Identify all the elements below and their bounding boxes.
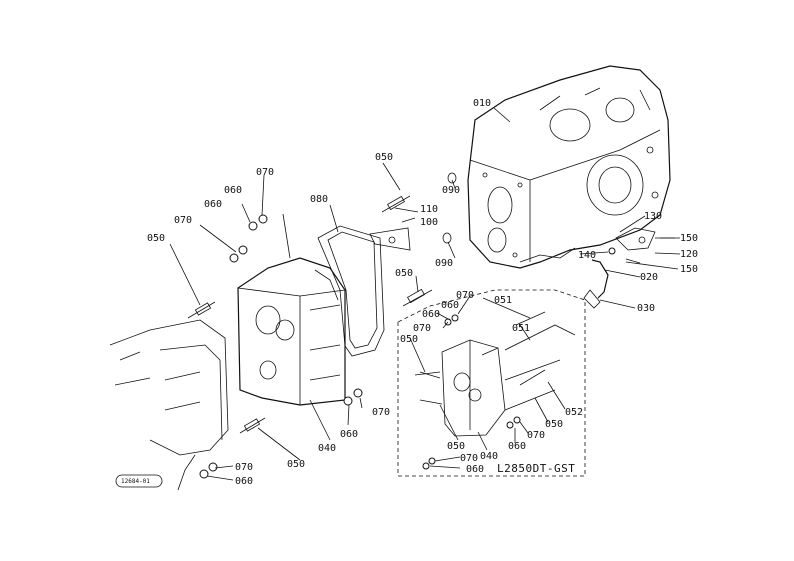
studs [187,195,546,434]
label-060-c: 060 [340,429,358,440]
engine-housing [109,319,229,491]
label-010: 010 [473,98,491,109]
label-050-left: 050 [147,233,165,244]
label-050-bottom: 050 [287,459,305,470]
label-070-b: 070 [174,215,192,226]
label-040-main: 040 [318,443,336,454]
drawing-reference-number: 12684-01 [121,478,150,485]
transmission-case [467,65,671,269]
label-050-inset-left: 050 [400,334,418,345]
label-090-lower: 090 [435,258,453,269]
inset-frame [397,289,586,477]
label-060-e: 060 [441,300,459,311]
label-070-g: 070 [527,430,545,441]
label-080: 080 [310,194,328,205]
label-051-b: 051 [512,323,530,334]
label-030: 030 [637,303,655,314]
leader-lines [169,107,681,481]
label-140: 140 [578,250,596,261]
label-150-upper: 150 [680,233,698,244]
label-110: 110 [420,204,438,215]
label-060-f: 060 [422,309,440,320]
label-050-mid: 050 [395,268,413,279]
label-070-d: 070 [235,462,253,473]
label-060-b: 060 [204,199,222,210]
label-051-a: 051 [494,295,512,306]
small-fittings [369,172,675,309]
label-100: 100 [420,217,438,228]
label-060-a: 060 [224,185,242,196]
label-060-d: 060 [235,476,253,487]
label-070-a: 070 [256,167,274,178]
label-052: 052 [565,407,583,418]
label-090-upper: 090 [442,185,460,196]
label-060-g: 060 [508,441,526,452]
label-070-f: 070 [413,323,431,334]
nuts-and-washers [199,214,521,479]
label-020: 020 [640,272,658,283]
part-labels: 010 050 080 110 100 090 090 130 150 140 … [147,98,698,487]
label-040-inset: 040 [480,451,498,462]
label-070-h: 070 [460,453,478,464]
label-120: 120 [680,249,698,260]
inset-model-note: L2850DT-GST [497,462,575,475]
label-060-inset-bottom: 060 [466,464,484,475]
label-150-lower: 150 [680,264,698,275]
drawing-reference-tag: 12684-01 [115,474,163,488]
label-070-e: 070 [456,290,474,301]
front-case [237,257,346,406]
label-070-c: 070 [372,407,390,418]
label-130: 130 [644,211,662,222]
label-050-top: 050 [375,152,393,163]
gasket [317,225,385,357]
label-050-inset-right: 050 [545,419,563,430]
label-050-inset-bottom: 050 [447,441,465,452]
